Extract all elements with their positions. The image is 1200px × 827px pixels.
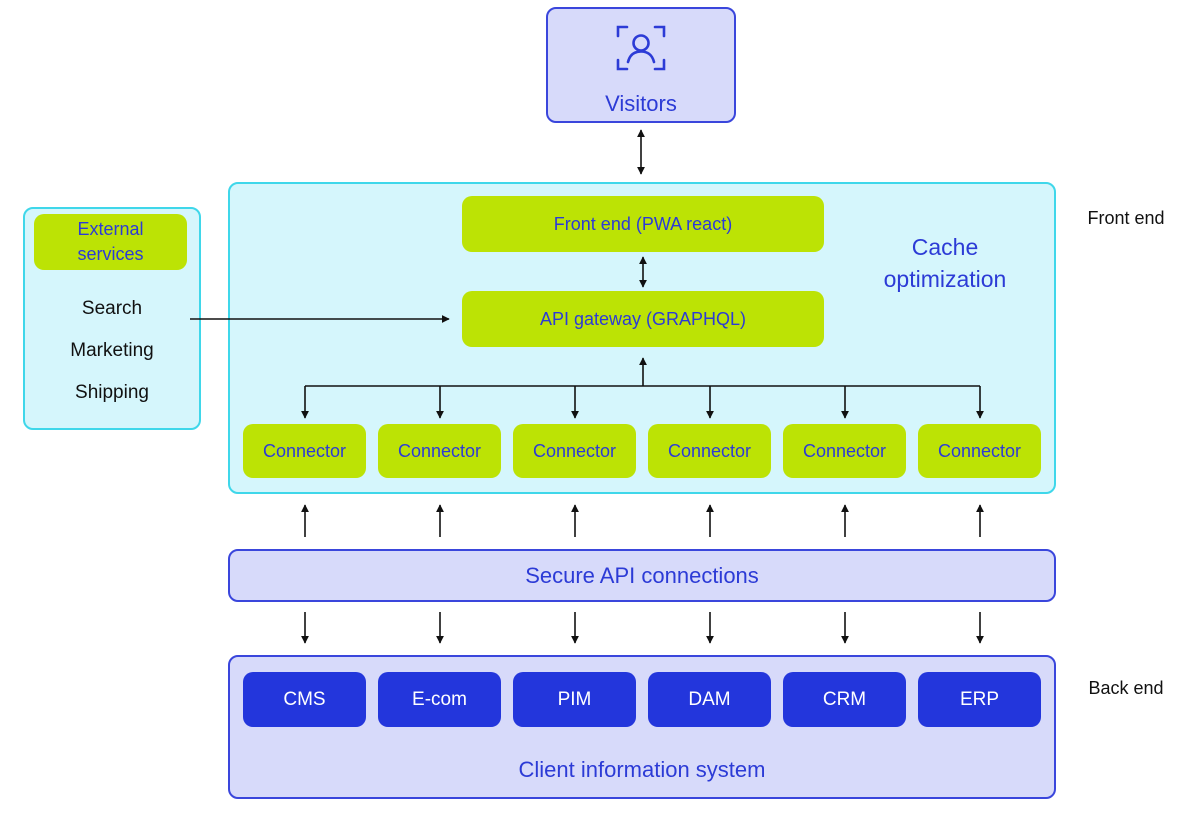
system-crm: CRM [783, 672, 906, 727]
cache-label-line2: optimization [883, 266, 1007, 292]
back-end-side-label: Back end [1088, 677, 1164, 698]
external-item-shipping: Shipping [75, 382, 149, 403]
visitors-box [546, 7, 736, 123]
cache-optimization-label: Cache optimization [860, 230, 1030, 296]
client-information-system-label: Client information system [518, 757, 766, 782]
system-cms: CMS [243, 672, 366, 727]
external-services-title-line2: services [77, 244, 144, 264]
connector-box: Connector [243, 424, 366, 478]
external-item-marketing: Marketing [70, 340, 154, 361]
user-scan-icon [616, 25, 666, 71]
front-end-side-label: Front end [1087, 207, 1165, 228]
external-services-title: External services [34, 214, 187, 270]
system-ecom: E-com [378, 672, 501, 727]
visitors-label: Visitors [605, 91, 677, 116]
system-pim: PIM [513, 672, 636, 727]
secure-api-connections-bar: Secure API connections [228, 549, 1056, 602]
connector-box: Connector [783, 424, 906, 478]
api-gateway-box: API gateway (GRAPHQL) [462, 291, 824, 347]
external-item-search: Search [81, 298, 143, 319]
connector-box: Connector [648, 424, 771, 478]
system-dam: DAM [648, 672, 771, 727]
connector-box: Connector [513, 424, 636, 478]
connector-box: Connector [918, 424, 1041, 478]
system-erp: ERP [918, 672, 1041, 727]
external-services-title-line1: External [77, 219, 144, 239]
front-end-pwa-box: Front end (PWA react) [462, 196, 824, 252]
connector-box: Connector [378, 424, 501, 478]
cache-label-line1: Cache [911, 234, 979, 260]
